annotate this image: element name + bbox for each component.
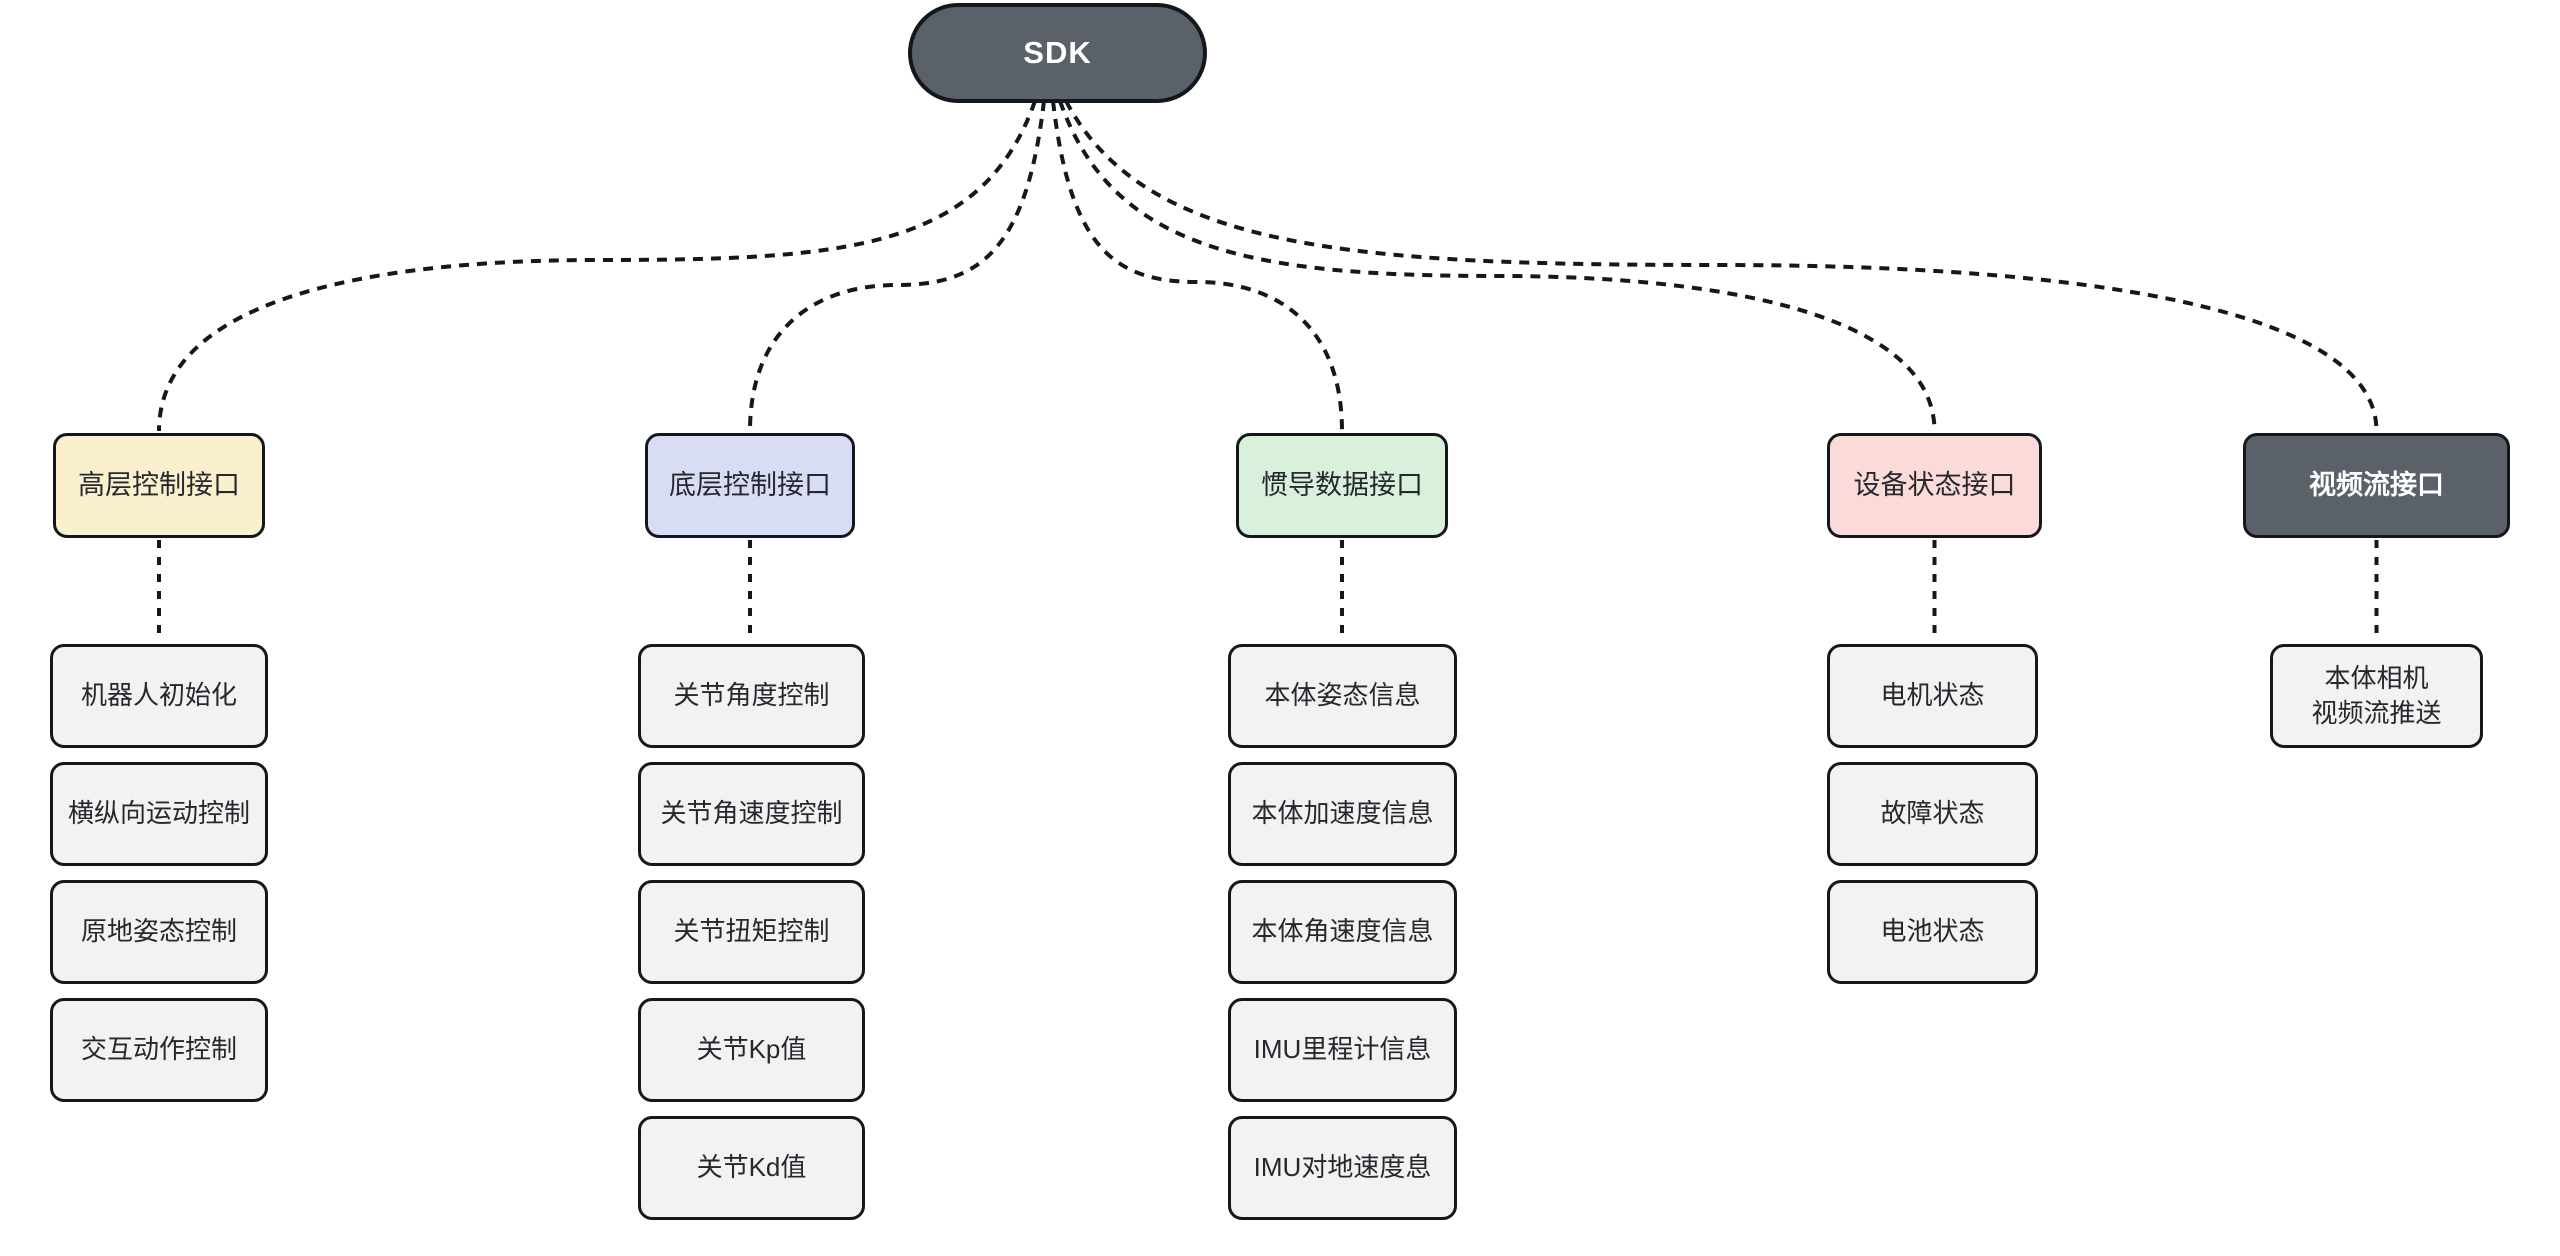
- child-node-device-status-2: 电池状态: [1827, 880, 2038, 984]
- child-node-imu-data-1: 本体加速度信息: [1228, 762, 1457, 866]
- child-node-video-stream-0: 本体相机 视频流推送: [2270, 644, 2483, 748]
- child-node-low-level-control-1: 关节角速度控制: [638, 762, 865, 866]
- child-node-imu-data-3: IMU里程计信息: [1228, 998, 1457, 1102]
- child-node-imu-data-0: 本体姿态信息: [1228, 644, 1457, 748]
- edge-root-to-video-stream: [1064, 100, 2379, 432]
- branch-header-high-level-control: 高层控制接口: [53, 433, 265, 538]
- branch-header-low-level-control: 底层控制接口: [645, 433, 855, 538]
- child-node-high-level-control-3: 交互动作控制: [50, 998, 268, 1102]
- root-node-sdk: SDK: [908, 3, 1207, 103]
- child-node-low-level-control-3: 关节Kp值: [638, 998, 865, 1102]
- child-node-device-status-0: 电机状态: [1827, 644, 2038, 748]
- edge-root-to-device-status: [1058, 100, 1937, 432]
- edge-root-to-low-level-control: [748, 100, 1046, 432]
- branch-header-device-status: 设备状态接口: [1827, 433, 2042, 538]
- child-node-high-level-control-2: 原地姿态控制: [50, 880, 268, 984]
- child-node-imu-data-4: IMU对地速度息: [1228, 1116, 1457, 1220]
- child-node-low-level-control-2: 关节扭矩控制: [638, 880, 865, 984]
- child-node-device-status-1: 故障状态: [1827, 762, 2038, 866]
- child-node-low-level-control-4: 关节Kd值: [638, 1116, 865, 1220]
- edge-root-to-high-level-control: [157, 100, 1037, 432]
- branch-header-video-stream: 视频流接口: [2243, 433, 2510, 538]
- child-node-imu-data-2: 本体角速度信息: [1228, 880, 1457, 984]
- branch-header-imu-data: 惯导数据接口: [1236, 433, 1448, 538]
- child-node-high-level-control-1: 横纵向运动控制: [50, 762, 268, 866]
- child-node-high-level-control-0: 机器人初始化: [50, 644, 268, 748]
- edge-root-to-imu-data: [1051, 100, 1344, 432]
- child-node-low-level-control-0: 关节角度控制: [638, 644, 865, 748]
